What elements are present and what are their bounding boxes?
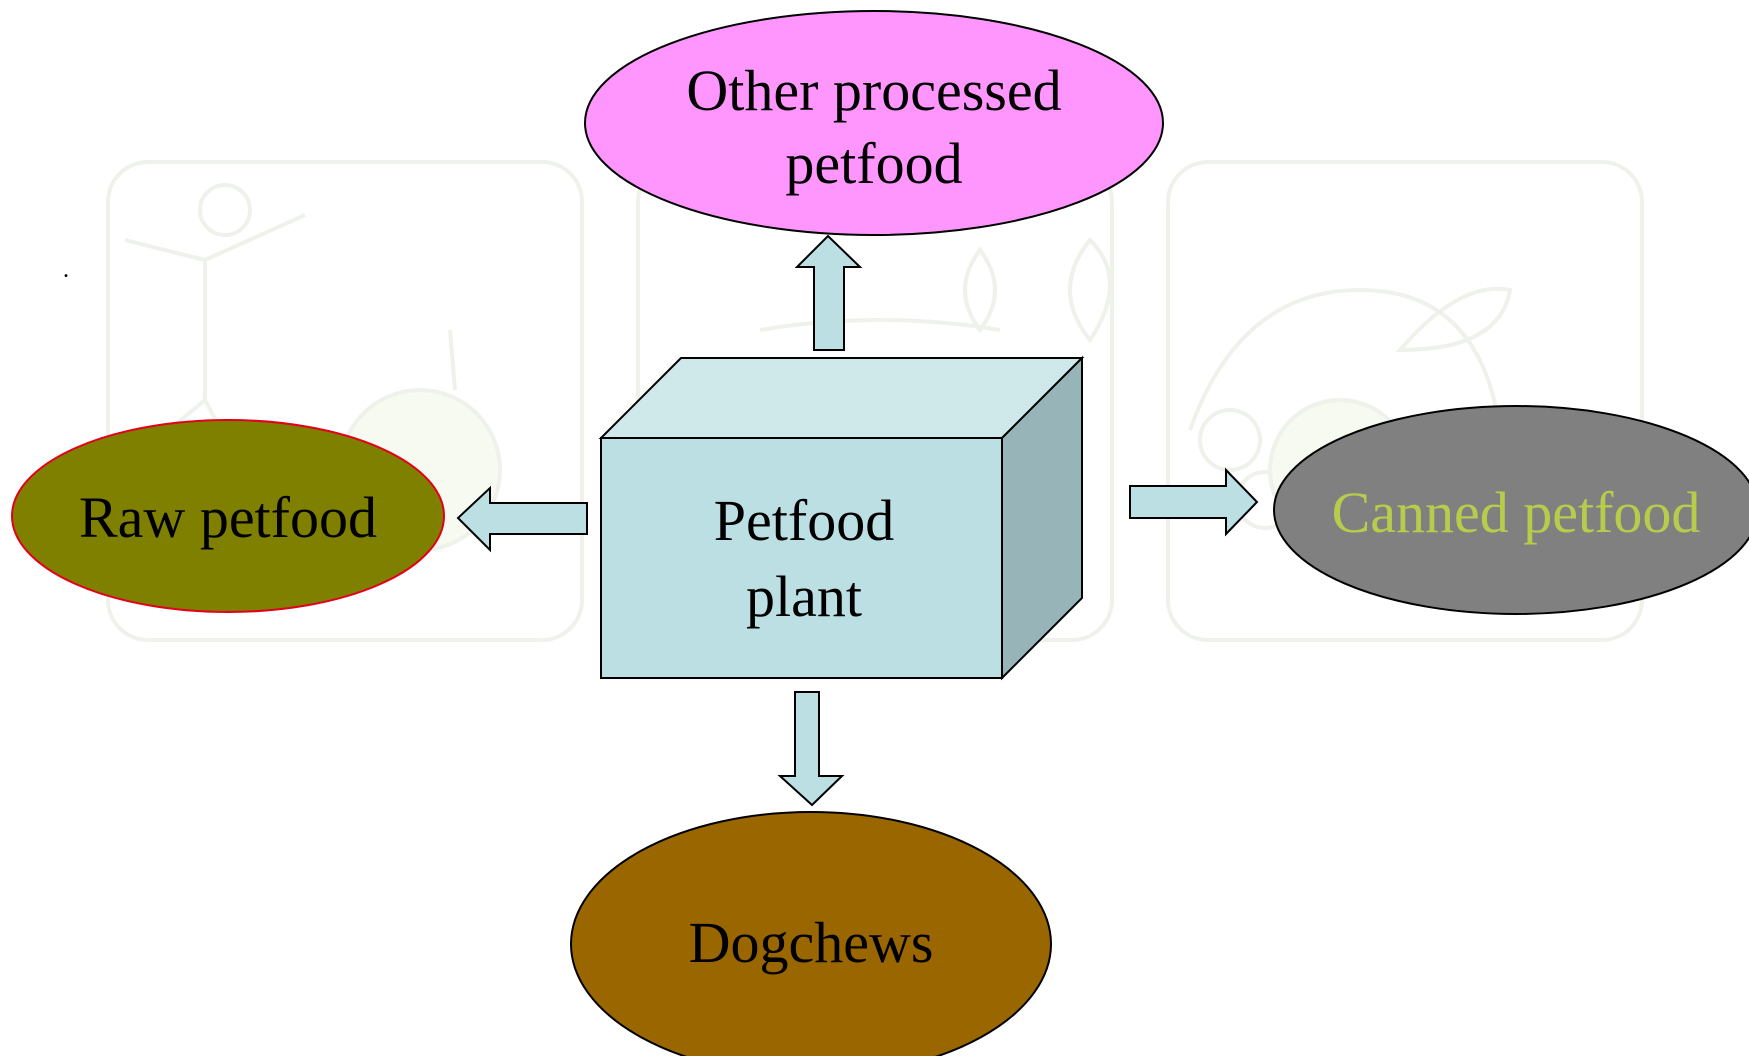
node-raw-petfood-label: Raw petfood <box>79 485 377 550</box>
box-front-face <box>600 437 1003 679</box>
center-label-line1: Petfood <box>714 488 894 553</box>
box-top-face <box>598 357 1085 439</box>
background-panel-left <box>106 160 584 642</box>
node-other-processed-petfood <box>584 10 1164 236</box>
arrow-right <box>1129 467 1259 537</box>
petfood-plant-box <box>598 355 1085 681</box>
center-label-line2: plant <box>746 564 862 629</box>
background-panel-right <box>1166 160 1644 642</box>
arrow-up <box>794 234 863 351</box>
arrow-left <box>456 485 588 553</box>
node-raw-petfood <box>11 419 445 613</box>
node-canned-petfood-label: Canned petfood <box>1332 480 1701 545</box>
node-dogchews-label: Dogchews <box>689 910 934 975</box>
arrow-down <box>777 691 845 807</box>
arrows <box>456 234 1259 807</box>
node-dogchews <box>570 811 1052 1056</box>
stray-dot: . <box>63 257 69 283</box>
node-other-processed-label-line1: Other processed <box>686 58 1061 123</box>
node-canned-petfood <box>1273 405 1749 615</box>
node-other-processed-label-line2: petfood <box>785 131 962 196</box>
